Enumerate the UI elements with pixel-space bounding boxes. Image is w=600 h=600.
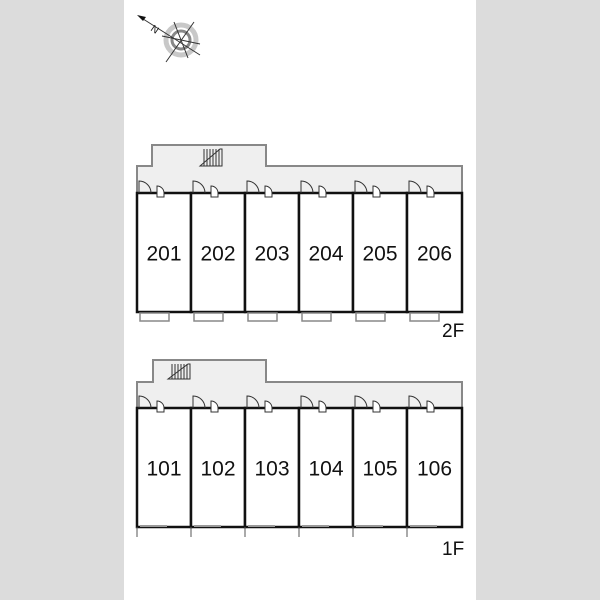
door-icon xyxy=(300,180,314,194)
balcony xyxy=(193,312,224,322)
door-icon xyxy=(192,180,206,194)
meter-box-icon xyxy=(210,185,219,198)
meter-box-icon xyxy=(318,400,327,413)
unit-106[interactable]: 106 xyxy=(405,395,464,537)
unit-104[interactable]: 104 xyxy=(297,395,355,537)
unit-number: 104 xyxy=(308,458,343,481)
corridor xyxy=(136,359,463,409)
stairs-icon xyxy=(198,148,223,167)
meter-box-icon xyxy=(156,400,165,413)
balcony xyxy=(355,312,386,322)
unit-number: 204 xyxy=(308,243,343,266)
unit-number: 202 xyxy=(200,243,235,266)
north-label: N xyxy=(148,23,160,36)
door-icon xyxy=(300,395,314,409)
unit-number: 206 xyxy=(417,243,452,266)
door-icon xyxy=(246,180,260,194)
meter-box-icon xyxy=(264,400,273,413)
unit-number: 106 xyxy=(417,458,452,481)
floor-2f: 201 202 203 204 205 206 2F xyxy=(135,144,464,342)
door-icon xyxy=(138,180,152,194)
compass-icon: N xyxy=(137,15,201,63)
meter-box-icon xyxy=(318,185,327,198)
unit-202[interactable]: 202 xyxy=(189,180,247,322)
stairs-icon xyxy=(166,363,191,380)
meter-box-icon xyxy=(210,400,219,413)
door-icon xyxy=(138,395,152,409)
floor-1f: 101 102 103 104 105 106 1F xyxy=(135,359,464,560)
balcony xyxy=(247,312,278,322)
unit-103[interactable]: 103 xyxy=(243,395,301,537)
unit-203[interactable]: 203 xyxy=(243,180,301,322)
unit-number: 203 xyxy=(254,243,289,266)
door-icon xyxy=(192,395,206,409)
unit-204[interactable]: 204 xyxy=(297,180,355,322)
door-icon xyxy=(354,395,368,409)
balcony xyxy=(139,312,170,322)
meter-box-icon xyxy=(426,185,435,198)
balcony xyxy=(409,312,440,322)
unit-number: 205 xyxy=(362,243,397,266)
door-icon xyxy=(246,395,260,409)
unit-number: 102 xyxy=(200,458,235,481)
meter-box-icon xyxy=(372,400,381,413)
unit-201[interactable]: 201 xyxy=(135,180,193,322)
unit-102[interactable]: 102 xyxy=(189,395,247,537)
unit-number: 105 xyxy=(362,458,397,481)
door-icon xyxy=(408,395,422,409)
meter-box-icon xyxy=(156,185,165,198)
unit-number: 103 xyxy=(254,458,289,481)
floor-label: 1F xyxy=(442,539,464,560)
meter-box-icon xyxy=(372,185,381,198)
unit-205[interactable]: 205 xyxy=(351,180,409,322)
corridor xyxy=(136,144,463,194)
meter-box-icon xyxy=(426,400,435,413)
meter-box-icon xyxy=(264,185,273,198)
unit-number: 201 xyxy=(146,243,181,266)
door-icon xyxy=(408,180,422,194)
unit-number: 101 xyxy=(146,458,181,481)
door-icon xyxy=(354,180,368,194)
unit-206[interactable]: 206 xyxy=(405,180,464,322)
floor-label: 2F xyxy=(442,321,464,342)
unit-101[interactable]: 101 xyxy=(135,395,193,537)
balcony xyxy=(301,312,332,322)
unit-105[interactable]: 105 xyxy=(351,395,409,537)
